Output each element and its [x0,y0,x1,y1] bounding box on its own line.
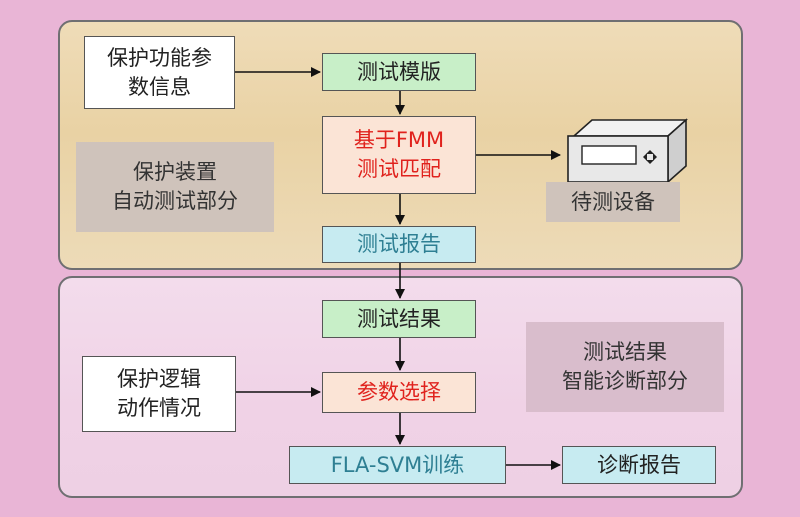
auto-test-label: 保护装置 自动测试部分 [76,142,274,232]
fla-svm-box: FLA-SVM训练 [289,446,506,484]
diag-report-box: 诊断报告 [562,446,716,484]
test-template-box: 测试模版 [322,53,476,91]
test-result-box: 测试结果 [322,300,476,338]
fmm-match-label: 基于FMM 测试匹配 [353,128,445,181]
test-report-box: 测试报告 [322,226,476,263]
device-under-test-icon [567,118,688,184]
device-label: 待测设备 [546,182,680,222]
param-select-box: 参数选择 [322,372,476,413]
protection-params-box: 保护功能参 数信息 [84,36,235,109]
logic-action-box: 保护逻辑 动作情况 [82,356,236,432]
fmm-match-box: 基于FMM 测试匹配 [322,116,476,194]
diagnosis-label: 测试结果 智能诊断部分 [526,322,724,412]
